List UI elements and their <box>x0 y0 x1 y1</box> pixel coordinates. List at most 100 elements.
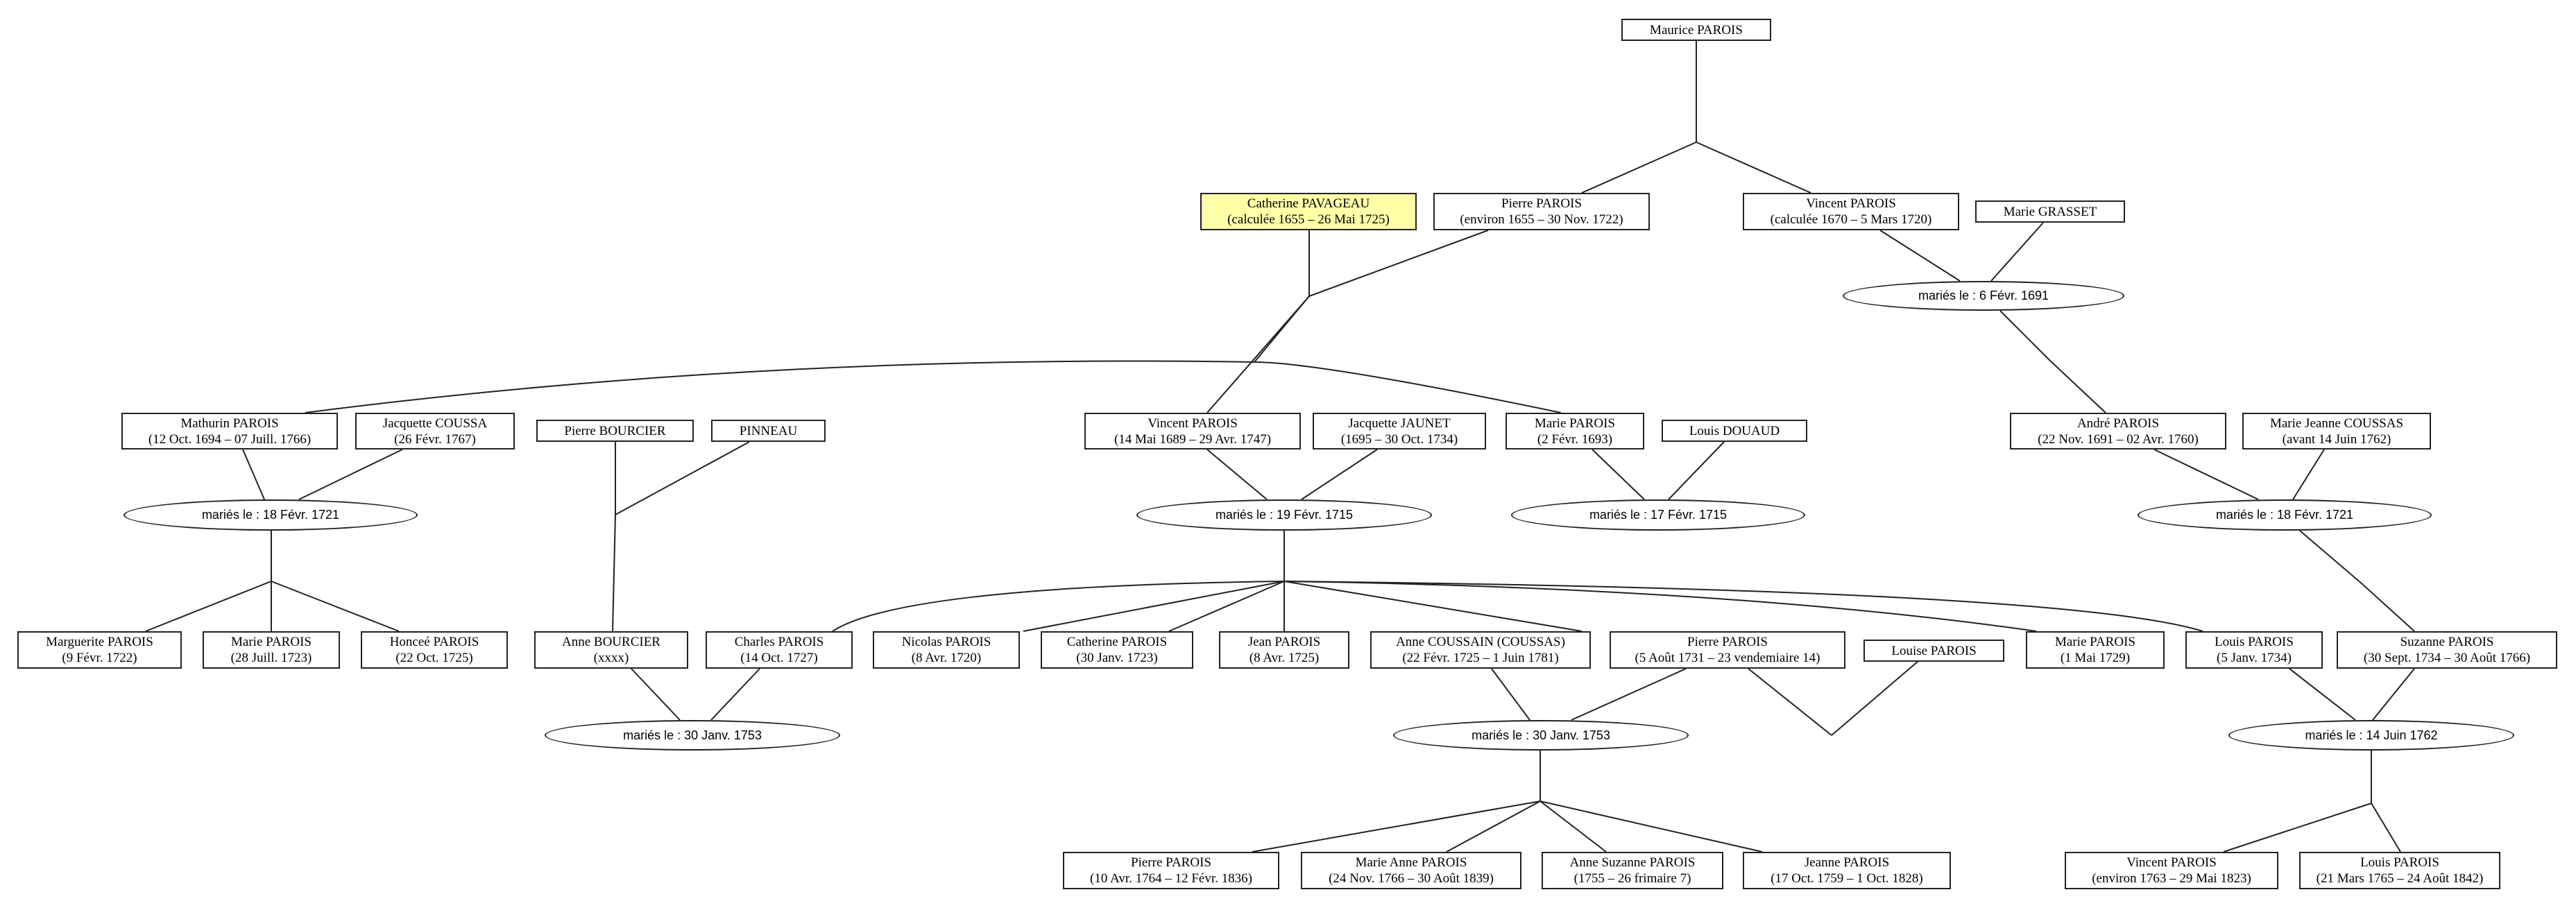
person-pierre-parois-1731[interactable]: Pierre PAROIS (5 Août 1731 – 23 vendemia… <box>1610 631 1845 669</box>
person-marguerite-parois[interactable]: Marguerite PAROIS (9 Févr. 1722) <box>17 631 182 669</box>
person-dates: (8 Avr. 1725) <box>1249 651 1320 665</box>
person-dates: (10 Avr. 1764 – 12 Févr. 1836) <box>1090 871 1252 886</box>
person-name: Marguerite PAROIS <box>46 635 153 649</box>
person-catherine-parois-1723[interactable]: Catherine PAROIS (30 Janv. 1723) <box>1041 631 1193 669</box>
person-vincent-parois-1670[interactable]: Vincent PAROIS (calculée 1670 – 5 Mars 1… <box>1743 193 1959 230</box>
person-name: Jacquette COUSSA <box>382 416 488 431</box>
marriage-andre: mariés le : 18 Févr. 1721 <box>2138 499 2432 531</box>
person-anne-suzanne-parois[interactable]: Anne Suzanne PAROIS (1755 – 26 frimaire … <box>1542 852 1723 889</box>
person-honcee-parois[interactable]: Honceé PAROIS (22 Oct. 1725) <box>361 631 508 669</box>
person-name: Maurice PAROIS <box>1650 22 1743 37</box>
person-dates: (environ 1763 – 29 Mai 1823) <box>2092 871 2251 886</box>
person-dates: (24 Nov. 1766 – 30 Août 1839) <box>1329 871 1494 886</box>
person-marie-parois-1693[interactable]: Marie PAROIS (2 Févr. 1693) <box>1505 413 1644 449</box>
person-pierre-parois-1655[interactable]: Pierre PAROIS (environ 1655 – 30 Nov. 17… <box>1433 193 1650 230</box>
person-dates: (22 Oct. 1725) <box>395 651 473 665</box>
person-louis-douaud[interactable]: Louis DOUAUD <box>1662 420 1807 442</box>
person-marie-parois-1723[interactable]: Marie PAROIS (28 Juill. 1723) <box>203 631 340 669</box>
person-charles-parois[interactable]: Charles PAROIS (14 Oct. 1727) <box>706 631 853 669</box>
person-vincent-parois-1689[interactable]: Vincent PAROIS (14 Mai 1689 – 29 Avr. 17… <box>1084 413 1301 449</box>
marriage-mathurin: mariés le : 18 Févr. 1721 <box>123 499 418 531</box>
person-vincent-parois-1763[interactable]: Vincent PAROIS (environ 1763 – 29 Mai 18… <box>2065 852 2278 889</box>
person-pinneau[interactable]: PINNEAU <box>711 420 826 442</box>
person-dates: (calculée 1670 – 5 Mars 1720) <box>1770 212 1932 227</box>
person-dates: (5 Août 1731 – 23 vendemiaire 14) <box>1635 651 1820 665</box>
person-name: Pierre PAROIS <box>1131 855 1211 870</box>
person-dates: (environ 1655 – 30 Nov. 1722) <box>1460 212 1623 227</box>
person-name: Marie PAROIS <box>2055 635 2135 649</box>
marriage-marie: mariés le : 17 Févr. 1715 <box>1511 499 1805 531</box>
person-jacquette-jaunet[interactable]: Jacquette JAUNET (1695 – 30 Oct. 1734) <box>1313 413 1486 449</box>
marriage-pierre: mariés le : 30 Janv. 1753 <box>1393 720 1689 751</box>
person-name: André PAROIS <box>2076 416 2160 431</box>
person-maurice-parois[interactable]: Maurice PAROIS <box>1621 19 1771 41</box>
person-name: Catherine PAROIS <box>1066 635 1168 649</box>
marriage-1691: mariés le : 6 Févr. 1691 <box>1843 281 2124 311</box>
person-dates: (avant 14 Juin 1762) <box>2282 431 2391 447</box>
person-jeanne-parois[interactable]: Jeanne PAROIS (17 Oct. 1759 – 1 Oct. 182… <box>1743 852 1951 889</box>
person-name: Pierre PAROIS <box>1501 196 1582 211</box>
marriage-label: mariés le : 14 Juin 1762 <box>2305 728 2438 742</box>
person-marie-anne-parois[interactable]: Marie Anne PAROIS (24 Nov. 1766 – 30 Aoû… <box>1301 852 1521 889</box>
person-louis-parois-1734[interactable]: Louis PAROIS (5 Janv. 1734) <box>2185 631 2323 669</box>
person-name: Catherine PAVAGEAU <box>1247 196 1370 211</box>
person-name: Jean PAROIS <box>1247 635 1321 649</box>
person-marie-jeanne-coussas[interactable]: Marie Jeanne COUSSAS (avant 14 Juin 1762… <box>2242 413 2431 449</box>
person-dates: (5 Janv. 1734) <box>2217 651 2292 665</box>
person-mathurin-parois[interactable]: Mathurin PAROIS (12 Oct. 1694 – 07 Juill… <box>121 413 338 449</box>
marriage-label: mariés le : 18 Févr. 1721 <box>2215 508 2354 522</box>
person-dates: (21 Mars 1765 – 24 Août 1842) <box>2316 871 2484 886</box>
person-name: Louis PAROIS <box>2360 855 2439 870</box>
person-name: Nicolas PAROIS <box>901 635 991 649</box>
person-name: Pierre PAROIS <box>1687 635 1768 649</box>
person-dates: (1 Mai 1729) <box>2060 651 2131 665</box>
marriage-label: mariés le : 30 Janv. 1753 <box>1472 728 1610 742</box>
person-dates: (2 Févr. 1693) <box>1537 431 1613 447</box>
person-dates: (22 Févr. 1725 – 1 Juin 1781) <box>1402 651 1559 665</box>
person-name: Charles PAROIS <box>734 635 824 649</box>
marriage-louis: mariés le : 14 Juin 1762 <box>2228 720 2514 751</box>
person-name: Vincent PAROIS <box>2126 855 2217 870</box>
person-dates: (1755 – 26 frimaire 7) <box>1573 871 1691 886</box>
person-louis-parois-1765[interactable]: Louis PAROIS (21 Mars 1765 – 24 Août 184… <box>2299 852 2500 889</box>
person-dates: (26 Févr. 1767) <box>394 431 476 447</box>
person-name: Marie Jeanne COUSSAS <box>2269 416 2404 431</box>
person-name: Anne BOURCIER <box>562 635 660 649</box>
person-dates: (17 Oct. 1759 – 1 Oct. 1828) <box>1771 871 1923 886</box>
person-dates: (14 Mai 1689 – 29 Avr. 1747) <box>1114 431 1272 447</box>
person-nicolas-parois[interactable]: Nicolas PAROIS (8 Avr. 1720) <box>873 631 1020 669</box>
person-dates: (8 Avr. 1720) <box>911 651 982 665</box>
person-marie-grasset[interactable]: Marie GRASSET <box>1975 200 2125 223</box>
person-anne-coussain[interactable]: Anne COUSSAIN (COUSSAS) (22 Févr. 1725 –… <box>1370 631 1591 669</box>
marriage-label: mariés le : 18 Févr. 1721 <box>201 508 340 522</box>
marriage-label: mariés le : 19 Févr. 1715 <box>1215 508 1354 522</box>
person-name: Suzanne PAROIS <box>2400 635 2494 649</box>
person-name: Jeanne PAROIS <box>1804 855 1890 870</box>
marriage-label: mariés le : 6 Févr. 1691 <box>1918 289 2049 302</box>
person-pierre-bourcier[interactable]: Pierre BOURCIER <box>536 420 694 442</box>
person-name: Jacquette JAUNET <box>1348 416 1451 431</box>
person-name: Vincent PAROIS <box>1806 196 1896 211</box>
person-louise-parois[interactable]: Louise PAROIS <box>1863 640 2004 662</box>
person-name: Louise PAROIS <box>1891 643 1977 658</box>
person-dates: (1695 – 30 Oct. 1734) <box>1340 431 1458 447</box>
person-dates: (30 Janv. 1723) <box>1076 651 1158 665</box>
person-jacquette-coussa[interactable]: Jacquette COUSSA (26 Févr. 1767) <box>355 413 515 449</box>
person-suzanne-parois[interactable]: Suzanne PAROIS (30 Sept. 1734 – 30 Août … <box>2337 631 2557 669</box>
person-name: Marie PAROIS <box>231 635 312 649</box>
person-pierre-parois-1764[interactable]: Pierre PAROIS (10 Avr. 1764 – 12 Févr. 1… <box>1063 852 1279 889</box>
person-marie-parois-1729[interactable]: Marie PAROIS (1 Mai 1729) <box>2026 631 2165 669</box>
marriage-label: mariés le : 17 Févr. 1715 <box>1589 508 1728 522</box>
person-andre-parois[interactable]: André PAROIS (22 Nov. 1691 – 02 Avr. 176… <box>2010 413 2226 449</box>
person-name: PINNEAU <box>739 423 798 438</box>
marriage-label: mariés le : 30 Janv. 1753 <box>623 728 762 742</box>
person-anne-bourcier[interactable]: Anne BOURCIER (xxxx) <box>534 631 688 669</box>
person-dates: (calculée 1655 – 26 Mai 1725) <box>1227 212 1390 227</box>
person-name: Marie Anne PAROIS <box>1355 855 1467 870</box>
person-catherine-pavageau[interactable]: Catherine PAVAGEAU (calculée 1655 – 26 M… <box>1200 193 1417 230</box>
marriage-charles: mariés le : 30 Janv. 1753 <box>545 720 840 751</box>
person-dates: (22 Nov. 1691 – 02 Avr. 1760) <box>2038 431 2199 447</box>
person-jean-parois[interactable]: Jean PAROIS (8 Avr. 1725) <box>1219 631 1349 669</box>
